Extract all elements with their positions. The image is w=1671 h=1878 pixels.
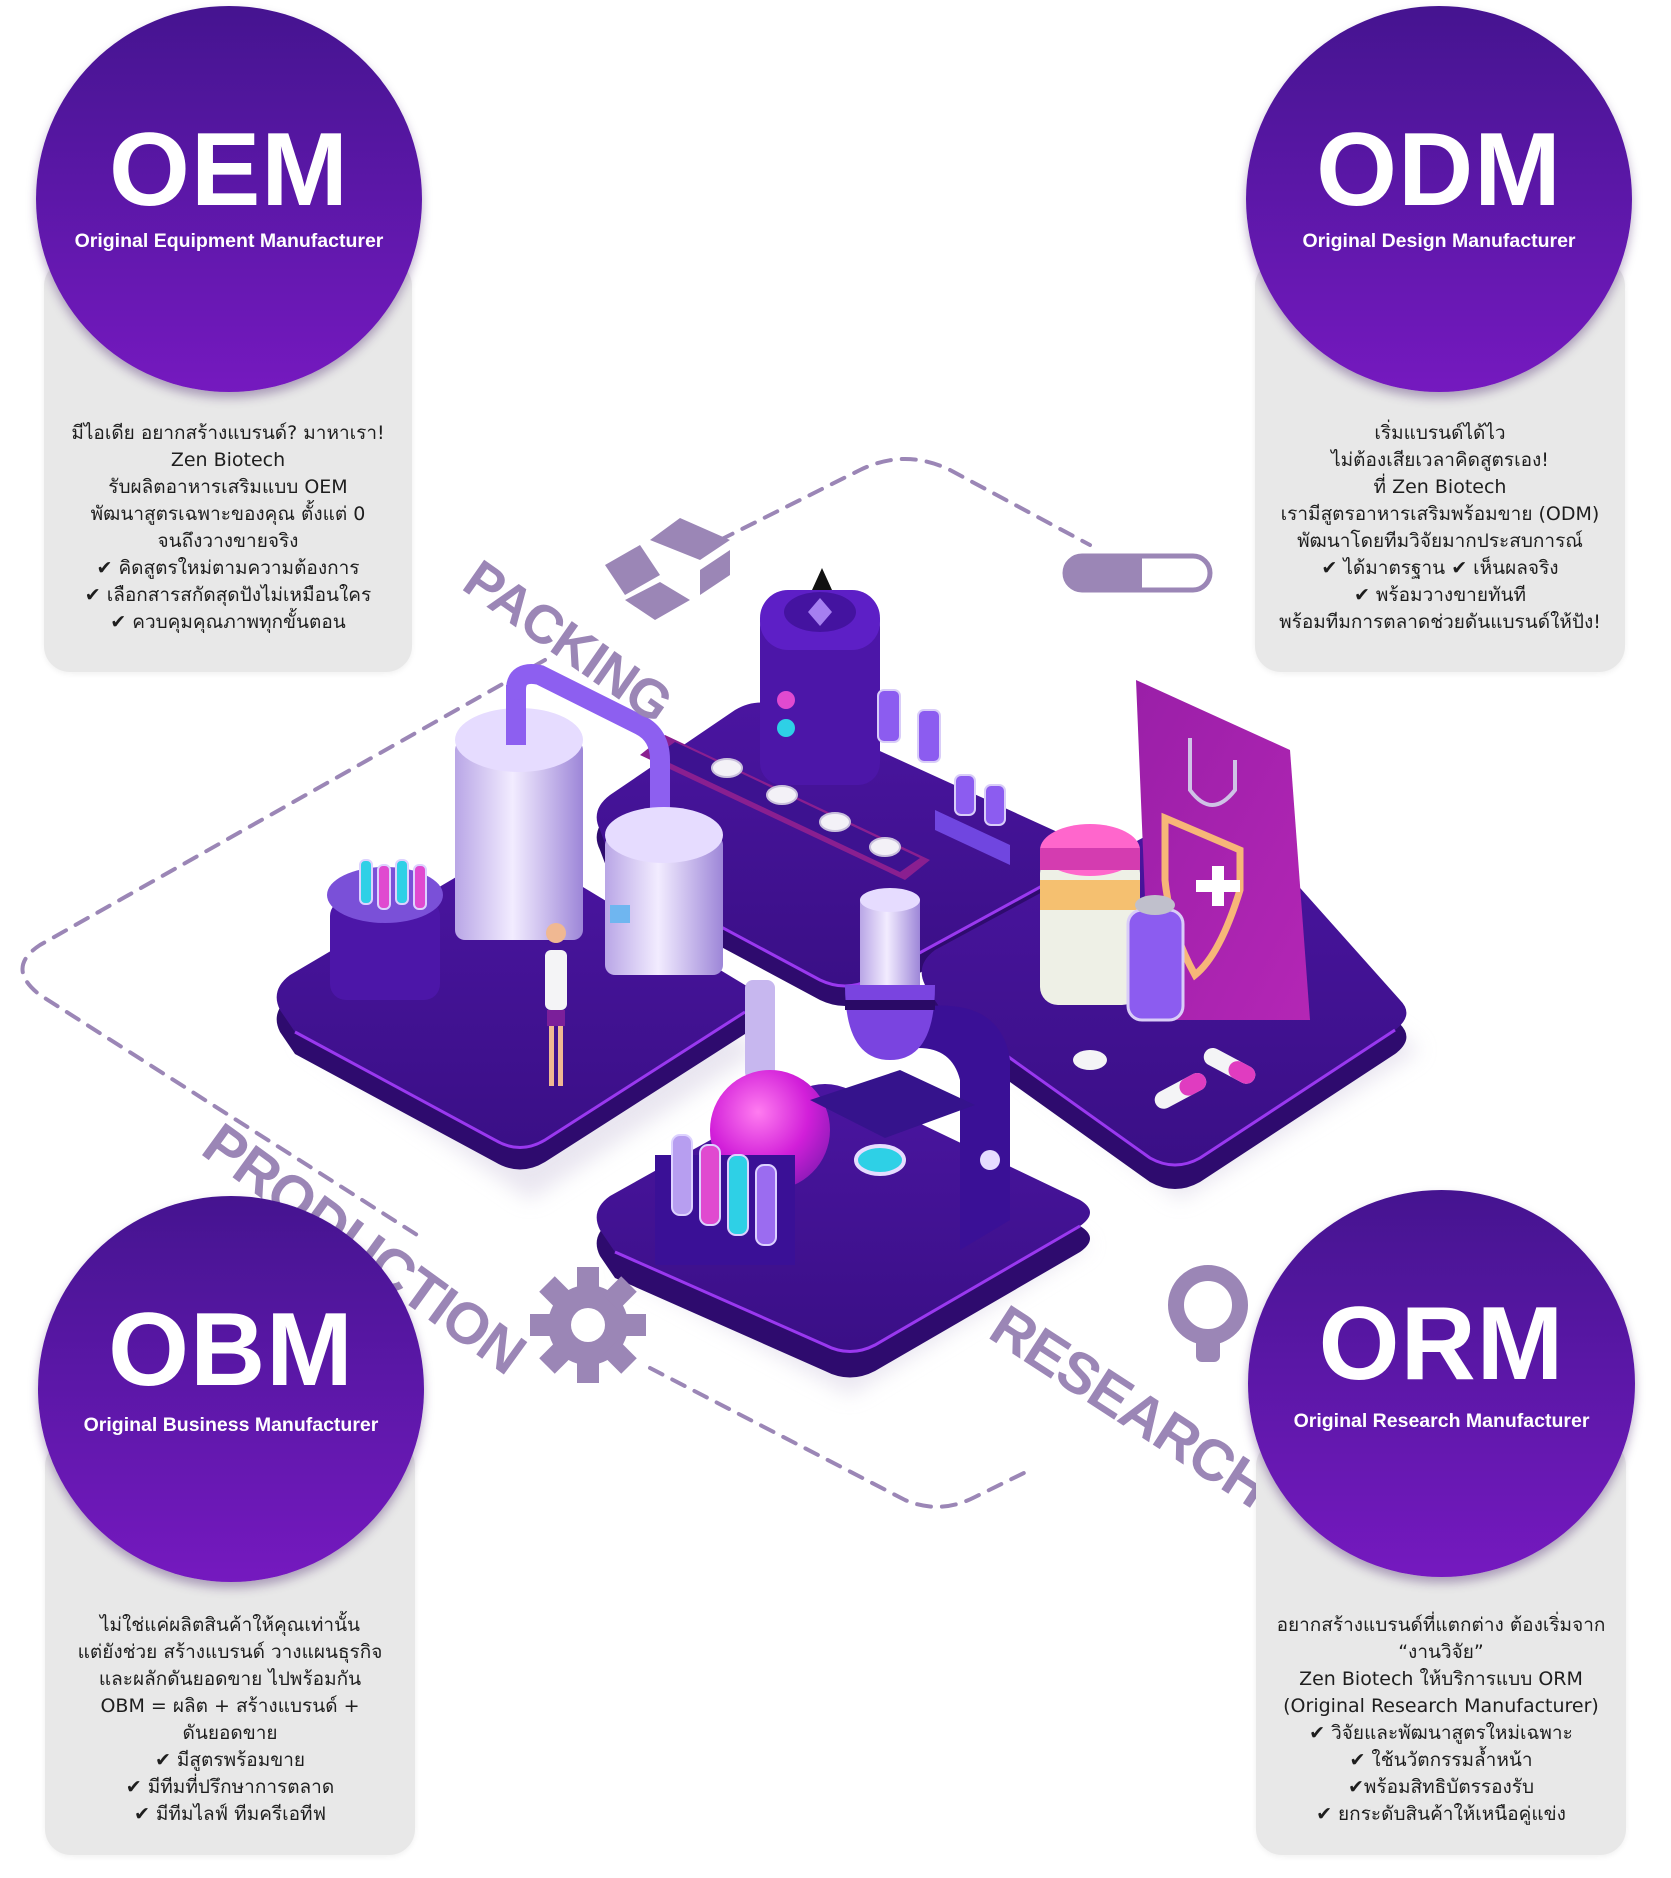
research-platform (596, 888, 1090, 1378)
orm-checklist-item: ✔ ใช้นวัตกรรมล้ำหน้า (1349, 1749, 1533, 1771)
orm-checklist-item: ✔ วิจัยและพัฒนาสูตรใหม่เฉพาะ (1309, 1722, 1573, 1744)
odm-line: เริ่มแบรนด์ได้ไว (1374, 422, 1506, 444)
obm-line: ไม่ใช่แค่ผลิตสินค้าให้คุณเท่านั้น (99, 1614, 361, 1636)
oem-description: มีไอเดีย อยากสร้างแบรนด์? มาหาเรา! Zen B… (44, 420, 412, 636)
oem-line: จนถึงวางขายจริง (157, 530, 299, 552)
oem-checklist-item: ✔ คิดสูตรใหม่ตามความต้องการ (96, 557, 360, 579)
odm-line: เรามีสูตรอาหารเสริมพร้อมขาย (ODM) (1280, 503, 1600, 525)
orm-badge: ORM Original Research Manufacturer (1248, 1190, 1635, 1577)
orm-line: (Original Research Manufacturer) (1283, 1695, 1599, 1717)
obm-badge: OBM Original Business Manufacturer (38, 1196, 424, 1582)
obm-line: OBM = ผลิต + สร้างแบรนด์ + (100, 1695, 360, 1717)
orm-line: Zen Biotech ให้บริการแบบ ORM (1299, 1668, 1583, 1690)
oem-line: Zen Biotech (170, 449, 286, 471)
odm-checklist-item: ✔ ได้มาตรฐาน ✔ เห็นผลจริง (1321, 557, 1559, 579)
oem-line: พัฒนาสูตรเฉพาะของคุณ ตั้งแต่ 0 (90, 503, 366, 525)
obm-checklist-item: ✔ มีทีมที่ปรึกษาการตลาด (125, 1776, 335, 1798)
gear-icon (530, 1267, 646, 1383)
obm-checklist-item: ✔ มีทีมไลฟ์ ทีมครีเอทีฟ (133, 1803, 327, 1825)
odm-subtitle: Original Design Manufacturer (1302, 230, 1576, 252)
odm-description: เริ่มแบรนด์ได้ไว ไม่ต้องเสียเวลาคิดสูตรเ… (1255, 420, 1625, 636)
magnifier-icon (1168, 1265, 1248, 1362)
orm-subtitle: Original Research Manufacturer (1293, 1410, 1590, 1432)
obm-description: ไม่ใช่แค่ผลิตสินค้าให้คุณเท่านั้น แต่ยัง… (45, 1612, 415, 1828)
orm-title: ORM (1318, 1286, 1565, 1402)
orm-checklist-item: ✔ ยกระดับสินค้าให้เหนือคู่แข่ง (1316, 1803, 1566, 1825)
oem-badge: OEM Original Equipment Manufacturer (36, 6, 422, 392)
oem-checklist-item: ✔ ควบคุมคุณภาพทุกขั้นตอน (110, 611, 346, 633)
production-platform (276, 664, 755, 1170)
odm-line: ที่ Zen Biotech (1373, 476, 1507, 498)
orm-line: อยากสร้างแบรนด์ที่แตกต่าง ต้องเริ่มจาก (1276, 1614, 1606, 1636)
obm-line: ดันยอดขาย (182, 1722, 278, 1744)
odm-line: พร้อมทีมการตลาดช่วยดันแบรนด์ให้ปัง! (1279, 611, 1601, 633)
dashed-process-path (20, 457, 1092, 1509)
obm-line: และผลักดันยอดขาย ไปพร้อมกัน (98, 1668, 362, 1690)
oem-line: รับผลิตอาหารเสริมแบบ OEM (108, 476, 348, 498)
obm-checklist-item: ✔ มีสูตรพร้อมขาย (154, 1749, 306, 1771)
oem-checklist-item: ✔ เลือกสารสกัดสุดปังไม่เหมือนใคร (84, 584, 372, 606)
oem-title: OEM (109, 112, 349, 228)
odm-checklist-item: ✔ พร้อมวางขายทันที (1353, 584, 1527, 606)
obm-line: แต่ยังช่วย สร้างแบรนด์ วางแผนธุรกิจ (77, 1641, 383, 1663)
obm-subtitle: Original Business Manufacturer (83, 1414, 379, 1436)
orm-checklist-item: ✔พร้อมสิทธิบัตรรองรับ (1347, 1776, 1535, 1798)
capsule-icon (1062, 553, 1213, 593)
box-icon (605, 518, 730, 620)
product-platform (921, 680, 1407, 1189)
oem-line: มีไอเดีย อยากสร้างแบรนด์? มาหาเรา! (71, 422, 385, 444)
orm-description: อยากสร้างแบรนด์ที่แตกต่าง ต้องเริ่มจาก “… (1256, 1612, 1626, 1828)
odm-badge: ODM Original Design Manufacturer (1246, 6, 1632, 392)
odm-line: พัฒนาโดยทีมวิจัยมากประสบการณ์ (1297, 530, 1583, 552)
odm-title: ODM (1316, 112, 1562, 228)
odm-line: ไม่ต้องเสียเวลาคิดสูตรเอง! (1331, 449, 1549, 471)
oem-subtitle: Original Equipment Manufacturer (74, 230, 384, 252)
orm-line: “งานวิจัย” (1398, 1641, 1484, 1663)
obm-title: OBM (108, 1292, 354, 1408)
